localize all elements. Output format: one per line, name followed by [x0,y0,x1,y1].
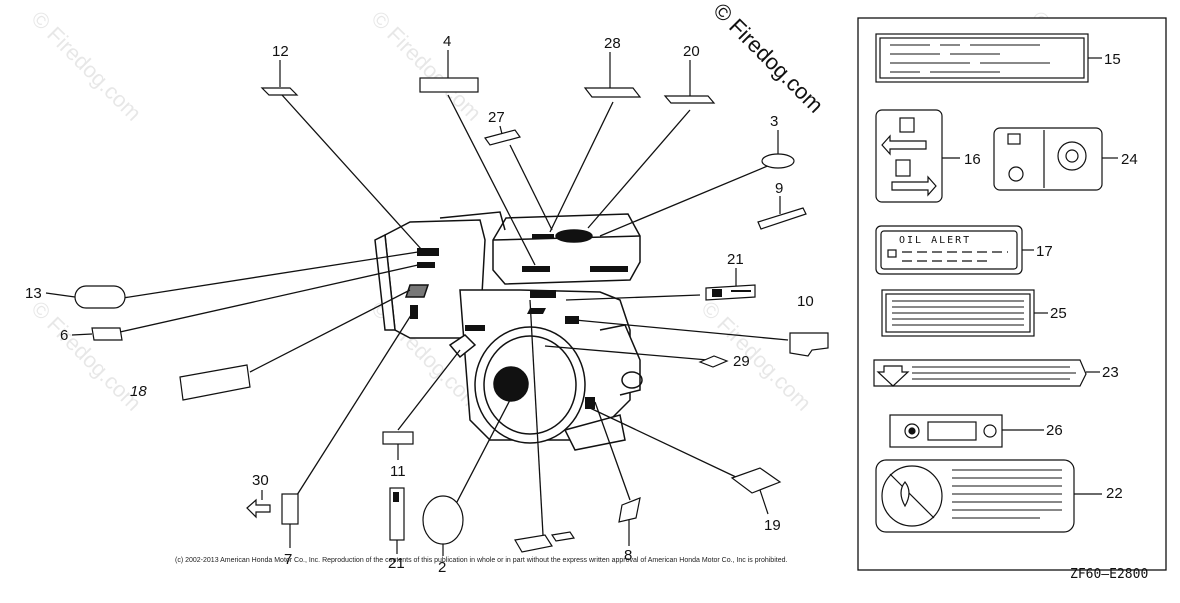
copyright-notice: (c) 2002-2013 American Honda Motor Co., … [175,557,787,564]
callout-23: 23 [1102,364,1119,381]
part-3 [761,153,795,169]
part-6 [91,327,123,341]
engine-drawing [374,211,643,451]
part-12 [260,87,299,96]
part-10 [789,332,829,357]
part-5b [550,531,576,542]
callout-18: 18 [130,383,147,400]
callout-13: 13 [25,285,42,302]
callout-22: 22 [1106,485,1123,502]
label-23 [873,359,1100,387]
watermark: © Firedog.com [26,6,146,126]
callout-28: 28 [604,35,621,52]
part-4 [419,77,479,93]
label-22 [875,459,1102,533]
watermark: © Firedog.com [26,296,146,416]
callout-16: 16 [964,151,981,168]
diagram-code: ZF60—E2800 [1070,567,1148,582]
callout-20: 20 [683,43,700,60]
label-17 [875,225,1034,275]
callouts: 12 4 28 20 27 3 9 21 10 29 13 6 18 11 30… [25,33,1138,576]
part-30-arrow [246,498,271,519]
part-13 [74,285,126,309]
part-29 [698,355,729,368]
part-5 [514,534,553,553]
callout-30: 30 [252,472,269,489]
callout-4: 4 [443,33,451,50]
part-18 [179,364,251,401]
callout-29: 29 [733,353,750,370]
label-26 [889,414,1044,448]
label-25 [881,289,1048,337]
labels-panel: OIL ALERT [857,17,1167,571]
part-27 [484,129,521,146]
leader-lines [119,94,789,536]
callout-11: 11 [390,463,406,480]
callout-7: 7 [284,551,292,568]
part-28 [583,87,642,98]
callout-24: 24 [1121,151,1138,168]
callout-21a: 21 [727,251,744,268]
oil-alert-label: OIL ALERT [899,235,971,246]
label-15 [875,33,1102,83]
callout-6: 6 [60,327,68,344]
label-marks [393,289,751,502]
part-9 [757,207,807,230]
callout-3: 3 [770,113,778,130]
callout-15: 15 [1104,51,1121,68]
label-24 [993,127,1118,191]
callout-8: 8 [624,547,632,564]
callout-9: 9 [775,180,783,197]
part-2 [422,495,464,545]
callout-21b: 21 [388,555,405,572]
callout-19: 19 [764,517,781,534]
part-20 [663,95,716,104]
part-8 [618,497,641,523]
watermark-main: © Firedog.com [708,0,828,118]
part-19 [730,467,782,494]
number-leaders [45,50,781,556]
callout-17: 17 [1036,243,1053,260]
callout-12: 12 [272,43,289,60]
callout-2: 2 [438,559,446,576]
label-16 [875,109,960,203]
part-11 [382,431,414,445]
callout-25: 25 [1050,305,1067,322]
callout-27: 27 [488,109,505,126]
part-7 [281,493,299,525]
watermark: © Firedog.com [366,6,486,126]
callout-10: 10 [797,293,814,310]
callout-26: 26 [1046,422,1063,439]
